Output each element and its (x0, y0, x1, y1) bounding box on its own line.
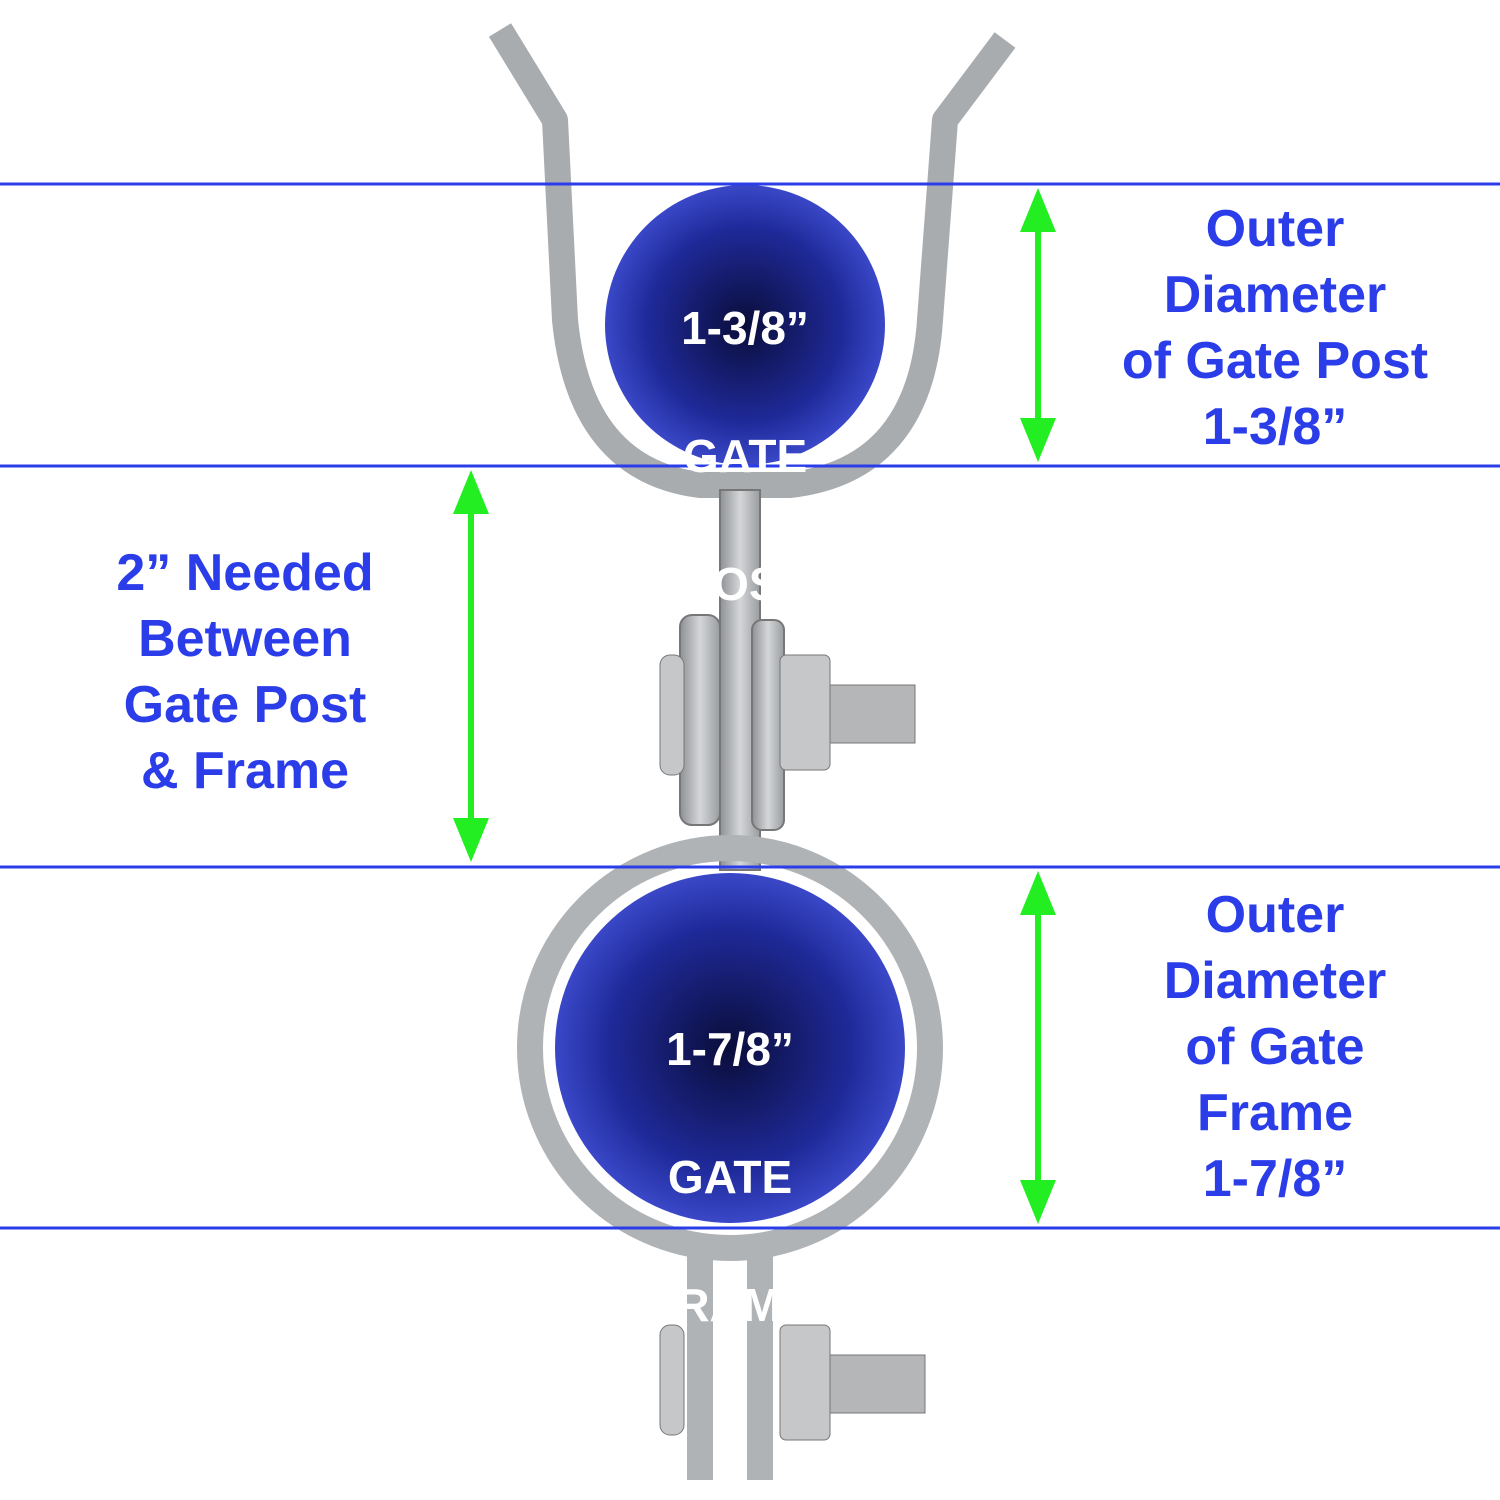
gate-post-pipe (605, 185, 885, 465)
double-arrow-gap-icon (453, 470, 489, 862)
post-label-line1: GATE (682, 430, 808, 482)
post-label-line2: POST (682, 558, 808, 610)
post-size: 1-3/8” (681, 302, 809, 354)
frame-diameter-label: Outer Diameter of Gate Frame 1-7/8” (1163, 886, 1387, 1208)
post-diameter-label: Outer Diameter of Gate Post 1-3/8” (1121, 200, 1429, 456)
bolt-head-lower (659, 1324, 685, 1436)
frame-label-line2: FRAME (648, 1279, 812, 1331)
post-pipe-label: 1-3/8” GATE POST (635, 232, 855, 680)
bolt-head (659, 654, 685, 776)
gap-label: 2” Needed Between Gate Post & Frame (116, 544, 374, 800)
bolt-thread-lower (829, 1354, 926, 1414)
guide-lines (0, 182, 1500, 1230)
gate-frame-pipe (555, 873, 905, 1223)
double-arrow-frame-icon (1020, 871, 1056, 1224)
bolt-thread (829, 684, 916, 744)
frame-clamp (517, 835, 943, 1480)
frame-size: 1-7/8” (666, 1023, 794, 1075)
frame-pipe-label: 1-7/8” GATE FRAME (610, 953, 850, 1401)
frame-label-line1: GATE (667, 1151, 793, 1203)
post-clamp (488, 23, 1016, 498)
double-arrow-post-icon (1020, 188, 1056, 462)
